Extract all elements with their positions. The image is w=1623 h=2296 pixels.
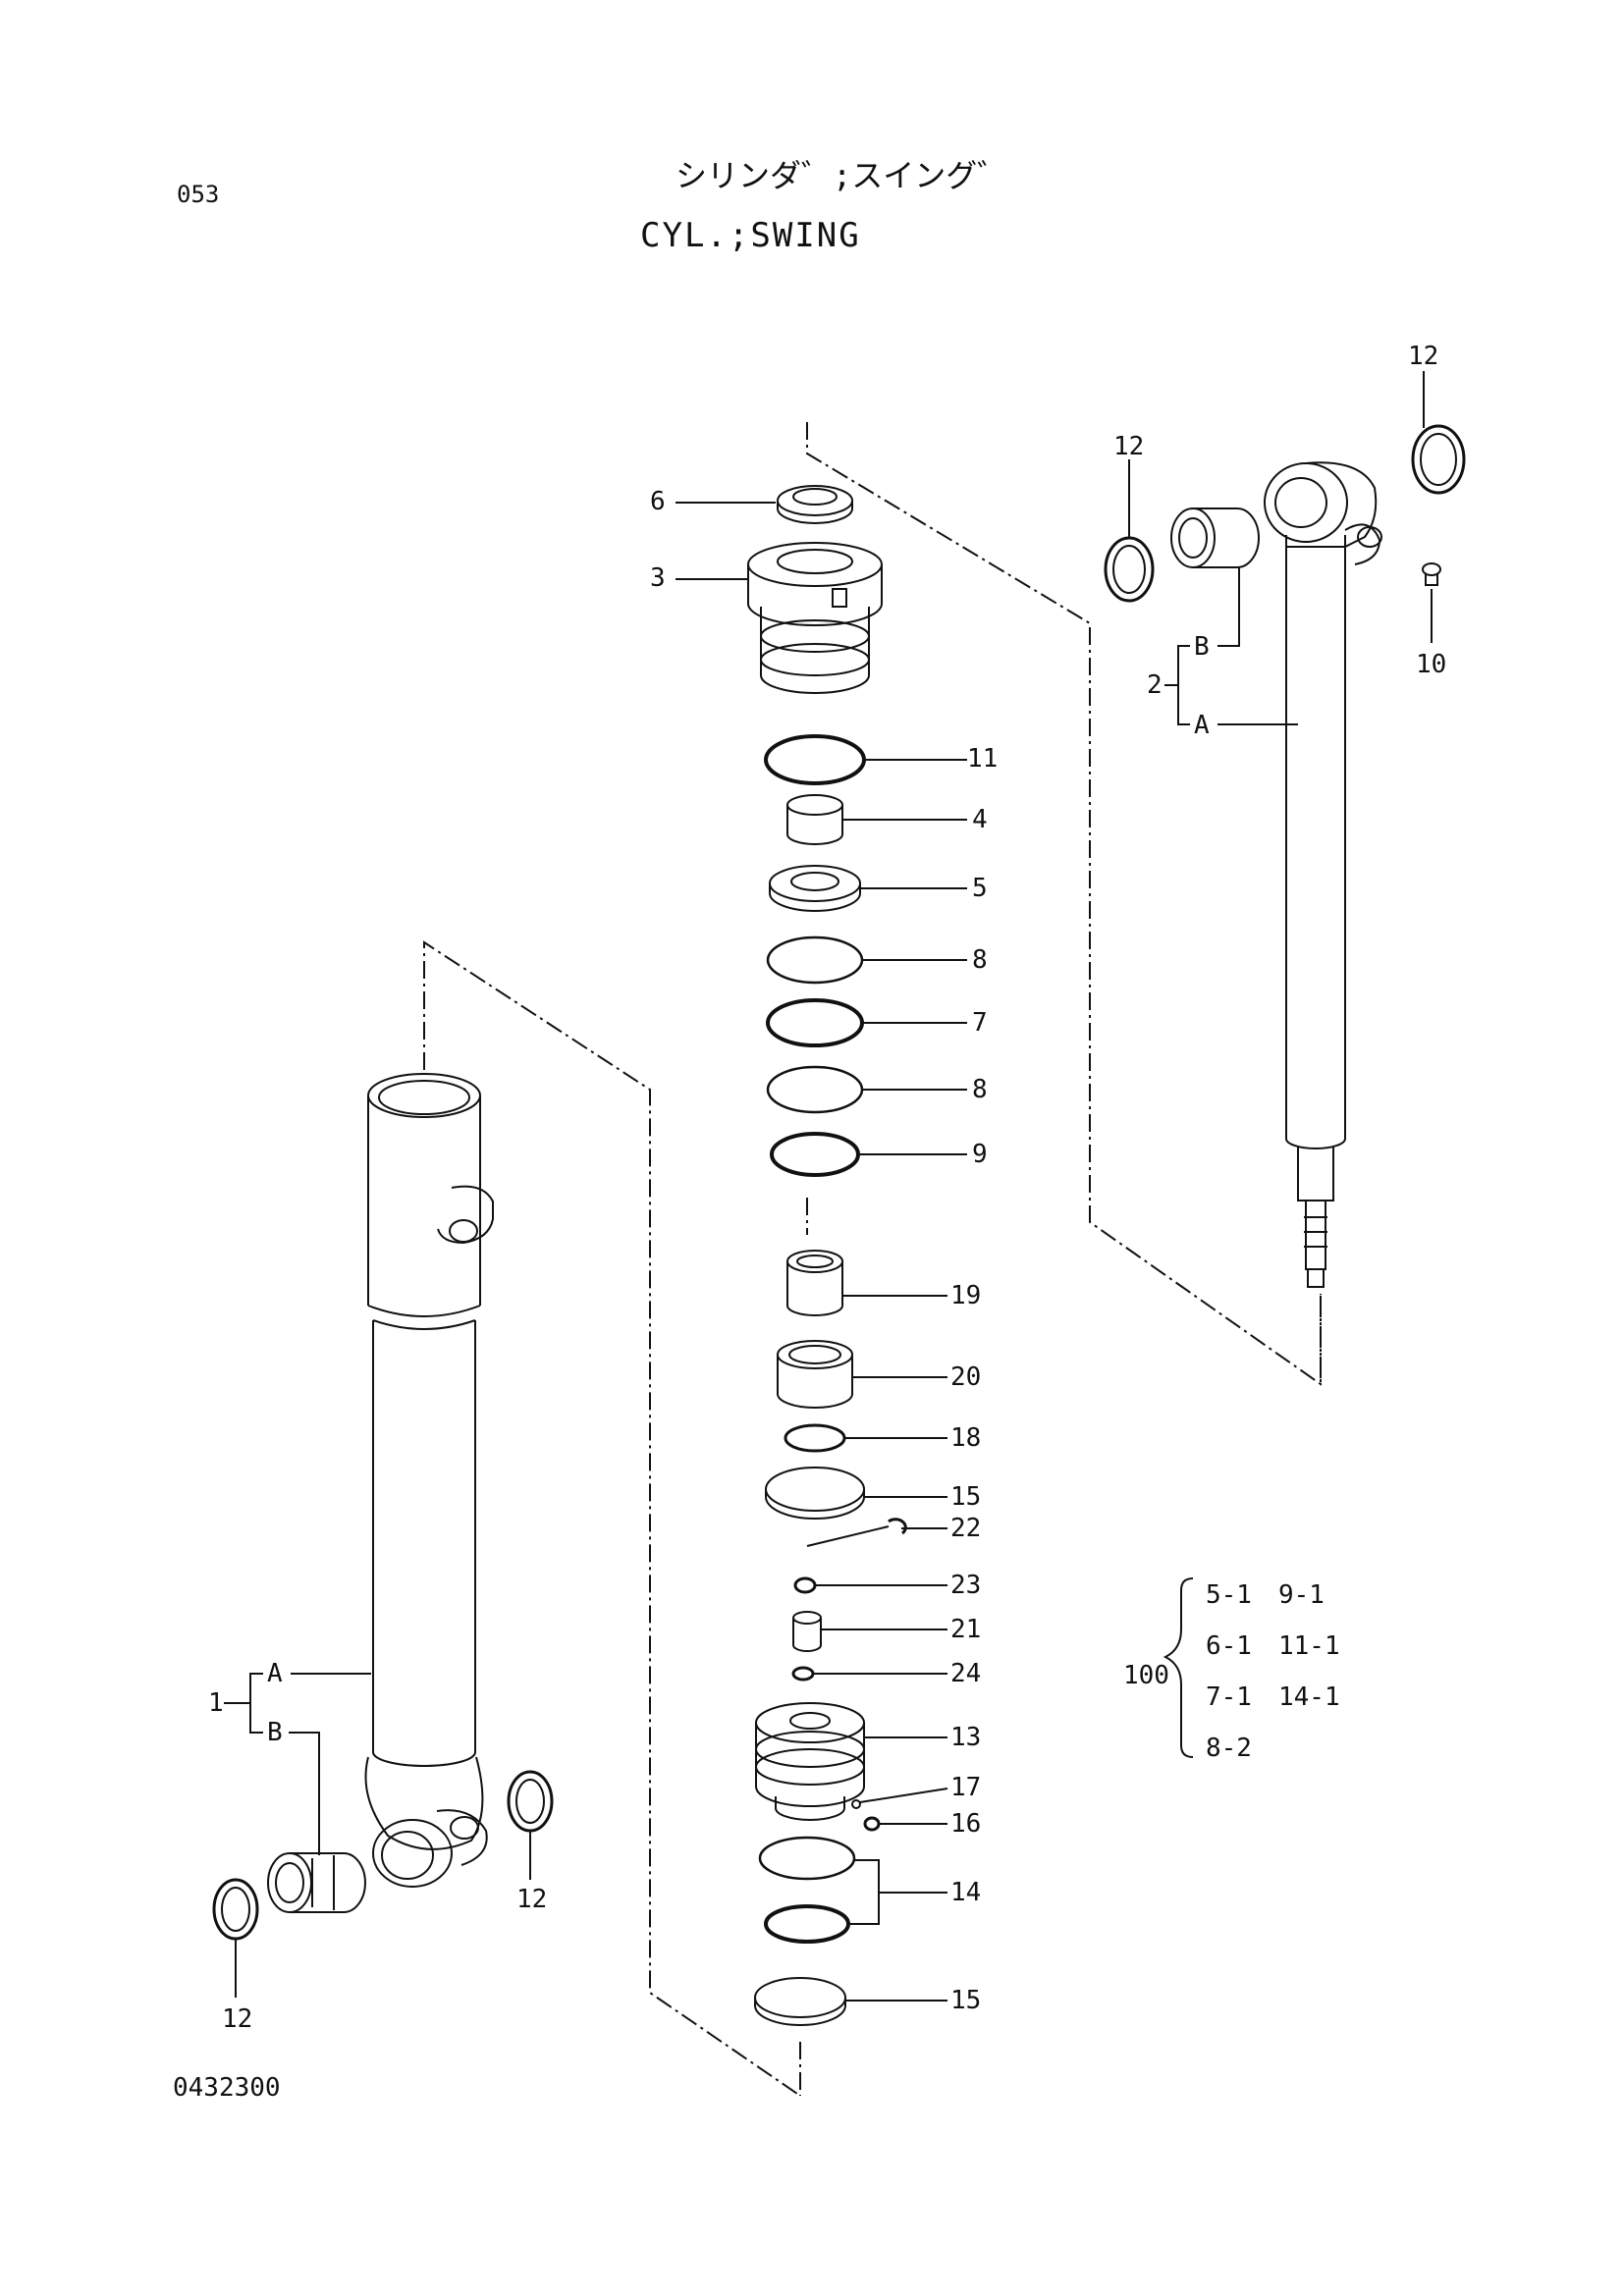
- callout-1: 1: [208, 1688, 224, 1718]
- seal-part-5: [769, 865, 861, 912]
- callout-6: 6: [650, 487, 666, 516]
- callout-10: 10: [1416, 650, 1447, 679]
- callout-24: 24: [950, 1659, 982, 1688]
- set-screw-part-16: [863, 1816, 881, 1832]
- rod-cover-part-3: [747, 542, 883, 694]
- callout-12-tube-left: 12: [222, 2004, 253, 2034]
- ring-part-8-lower: [766, 1065, 864, 1114]
- callout-11: 11: [967, 744, 999, 774]
- bushing-part-21: [792, 1611, 822, 1652]
- page-number: 053: [177, 181, 220, 208]
- piston-rod-assembly: [1264, 461, 1382, 1288]
- kit-bracket: [1163, 1577, 1194, 1758]
- slide-ring-part-14: [758, 1836, 856, 1881]
- leader-lines-center: [676, 502, 967, 2002]
- callout-8-upper: 8: [972, 945, 988, 975]
- drawing-number: 0432300: [173, 2073, 281, 2103]
- kit-item: 5-1: [1206, 1580, 1252, 1610]
- grease-nipple-part-10: [1422, 562, 1441, 586]
- callout-2: 2: [1147, 670, 1163, 700]
- tube-bushing-part-1-B: [267, 1852, 366, 1913]
- kit-item: 11-1: [1278, 1631, 1340, 1661]
- callout-23: 23: [950, 1571, 982, 1600]
- collar-part-20: [777, 1340, 853, 1409]
- callout-20: 20: [950, 1362, 982, 1392]
- piston-part-13: [755, 1702, 865, 1821]
- wear-ring-part-15-upper: [765, 1467, 865, 1520]
- dust-seal-part-12-rod-right: [1411, 424, 1466, 495]
- leader-lines-tube: [224, 1673, 531, 1998]
- callout-8-lower: 8: [972, 1075, 988, 1104]
- ring-part-8-upper: [766, 935, 864, 985]
- leader-lines-rod: [1128, 371, 1433, 725]
- retaining-ring-part-22: [888, 1518, 907, 1535]
- title-english: CYL.;SWING: [640, 216, 861, 255]
- callout-14: 14: [950, 1878, 982, 1907]
- callout-17: 17: [950, 1773, 982, 1802]
- callout-15-upper: 15: [950, 1482, 982, 1512]
- callout-4: 4: [972, 805, 988, 834]
- washer-part-24: [791, 1666, 815, 1682]
- callout-21: 21: [950, 1615, 982, 1644]
- kit-item: 14-1: [1278, 1682, 1340, 1712]
- assembly-line: [423, 422, 1322, 2097]
- kit-label-100: 100: [1123, 1661, 1169, 1690]
- dust-seal-part-12-rod-left: [1104, 536, 1155, 603]
- ring-part-7: [766, 998, 864, 1047]
- assembly-line: [806, 1525, 890, 1547]
- kit-item: 9-1: [1278, 1580, 1325, 1610]
- callout-2-B: B: [1194, 632, 1210, 662]
- callout-1-B: B: [267, 1718, 283, 1747]
- o-ring-part-14: [764, 1904, 850, 1944]
- rod-bushing-part-2-B: [1170, 507, 1260, 568]
- wear-ring-part-15-lower: [754, 1977, 846, 2026]
- ring-part-9: [770, 1132, 860, 1177]
- callout-22: 22: [950, 1514, 982, 1543]
- callout-13: 13: [950, 1723, 982, 1752]
- cushion-ring-part-19: [786, 1250, 843, 1316]
- callout-9: 9: [972, 1140, 988, 1169]
- dust-seal-part-12-tube-left: [212, 1878, 259, 1941]
- nut-part-23: [793, 1576, 817, 1594]
- callout-2-A: A: [1194, 711, 1210, 740]
- callout-12-rod-left: 12: [1113, 432, 1145, 461]
- ring-part-18: [784, 1423, 846, 1453]
- packing-part-6: [777, 485, 853, 524]
- callout-5: 5: [972, 874, 988, 903]
- callout-15-lower: 15: [950, 1986, 982, 2015]
- callout-3: 3: [650, 563, 666, 593]
- dust-seal-part-12-tube-right: [507, 1770, 554, 1833]
- callout-1-A: A: [267, 1659, 283, 1688]
- steel-ball-part-17: [851, 1799, 861, 1809]
- callout-7: 7: [972, 1008, 988, 1038]
- callout-12-tube-right: 12: [516, 1885, 548, 1914]
- cylinder-tube-assembly: [364, 1073, 494, 1888]
- title-japanese: シリンダ゛;スイング゛: [676, 157, 1009, 194]
- callout-16: 16: [950, 1809, 982, 1839]
- kit-item: 6-1: [1206, 1631, 1252, 1661]
- callout-19: 19: [950, 1281, 982, 1310]
- callout-18: 18: [950, 1423, 982, 1453]
- kit-item: 7-1: [1206, 1682, 1252, 1712]
- bushing-part-4: [786, 794, 843, 845]
- o-ring-part-11: [764, 734, 866, 785]
- callout-12-rod-right: 12: [1408, 342, 1439, 371]
- kit-item: 8-2: [1206, 1734, 1252, 1763]
